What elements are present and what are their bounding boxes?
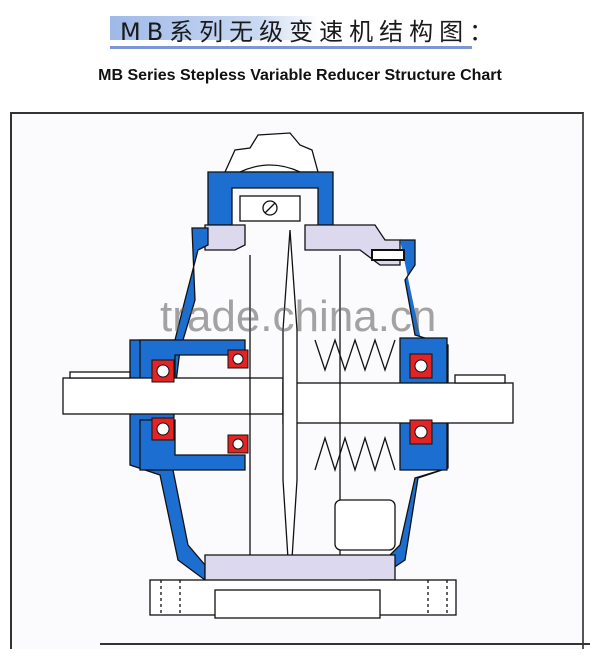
chinese-title-block: MB系列无级变速机结构图：	[110, 12, 493, 46]
chinese-title: MB系列无级变速机结构图：	[120, 18, 500, 46]
output-shaft	[282, 382, 514, 424]
bearings	[151, 349, 433, 454]
bolt-right	[371, 249, 405, 261]
title-underline	[110, 46, 472, 49]
pressure-springs-top	[314, 337, 396, 373]
watermark: trade.china.cn	[160, 292, 437, 341]
pressure-springs-bottom	[314, 435, 396, 473]
handwheel	[223, 132, 319, 173]
title-highlight	[110, 16, 320, 40]
input-shaft	[62, 377, 284, 415]
bottom-rule	[100, 643, 590, 645]
top-cover	[204, 224, 246, 251]
friction-disc	[282, 229, 298, 591]
english-title: MB Series Stepless Variable Reducer Stru…	[98, 67, 502, 84]
